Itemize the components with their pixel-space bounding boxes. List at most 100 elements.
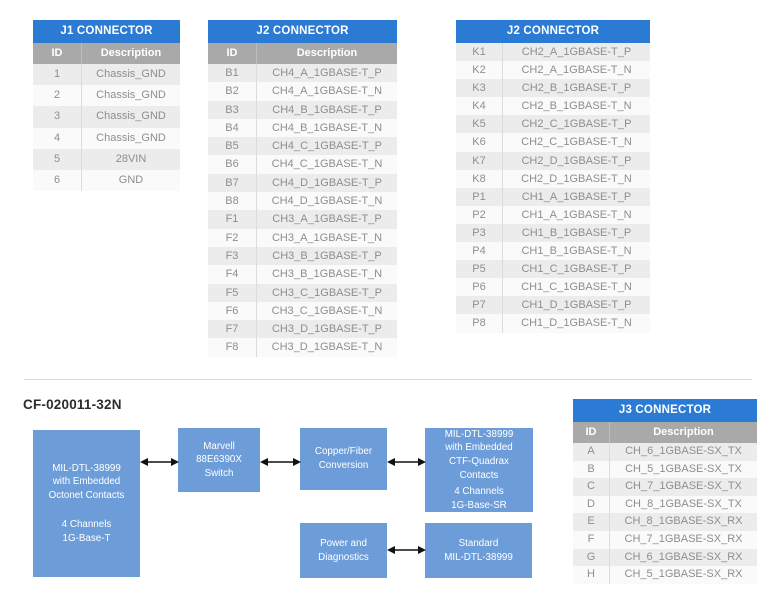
row-description: CH4_C_1GBASE-T_N [271,158,383,171]
row-description: CH3_A_1GBASE-T_N [271,231,383,244]
row-description: Chassis_GND [96,110,166,123]
block-label: MIL-DTL-38999 with Embedded Octonet Cont… [48,462,125,501]
row-description: CH2_D_1GBASE-T_N [521,172,632,185]
bidirectional-arrow-icon [140,458,179,466]
row-id: P4 [456,242,503,261]
row-id: A [573,443,610,461]
table-row: P6 CH1_C_1GBASE-T_N [456,278,650,297]
row-id: P2 [456,205,503,224]
row-description: CH4_D_1GBASE-T_N [271,195,383,208]
row-description: CH4_D_1GBASE-T_P [271,176,383,189]
row-description: CH_7_1GBASE-SX_RX [624,532,743,545]
table-column-headers: ID Description [33,43,180,64]
block-marvell-switch: Marvell 88E6390X Switch [178,428,260,492]
table-row: B6 CH4_C_1GBASE-T_N [208,155,397,174]
table-row: B CH_5_1GBASE-SX_TX [573,460,757,479]
row-description: GND [118,173,144,186]
row-description: CH2_B_1GBASE-T_N [521,100,632,113]
table-row: K4 CH2_B_1GBASE-T_N [456,97,650,116]
table-title: J3 CONNECTOR [573,399,757,422]
row-id: B1 [208,64,257,83]
row-id: K7 [456,151,503,170]
row-description: CH1_C_1GBASE-T_N [521,281,632,294]
row-id: K5 [456,115,503,134]
row-description: Chassis_GND [96,68,166,80]
j3-connector-table: J3 CONNECTOR ID Description A CH_6_1GBASE… [573,399,757,584]
block-octonet-connector: MIL-DTL-38999 with Embedded Octonet Cont… [33,430,140,577]
row-description: CH3_D_1GBASE-T_N [271,341,383,354]
row-id: K2 [456,61,503,80]
table-title: J1 CONNECTOR [33,20,180,43]
row-id: 5 [33,148,82,170]
row-description: CH1_D_1GBASE-T_P [521,299,632,312]
row-description: CH2_A_1GBASE-T_P [521,46,632,58]
block-sublabel: 4 Channels 1G-Base-T [61,519,112,544]
row-description: CH_8_1GBASE-SX_TX [625,497,742,510]
table-row: B7 CH4_D_1GBASE-T_P [208,173,397,193]
row-description: CH_5_1GBASE-SX_TX [625,462,742,475]
row-description: CH4_A_1GBASE-T_N [271,85,383,98]
row-id: 6 [33,169,82,192]
table-row: B8 CH4_D_1GBASE-T_N [208,192,397,211]
bidirectional-arrow-icon [387,458,426,466]
section-divider [24,379,752,380]
row-id: B [573,460,610,479]
column-header-description: Description [296,47,358,59]
row-description: CH4_B_1GBASE-T_N [271,121,383,134]
row-description: CH3_B_1GBASE-T_P [272,249,382,262]
row-id: P6 [456,278,503,297]
part-number-title: CF-020011-32N [23,397,122,412]
row-description: CH3_B_1GBASE-T_N [271,268,383,281]
column-header-id: ID [573,422,610,443]
row-id: B2 [208,82,257,101]
row-id: F7 [208,320,257,339]
row-description: CH3_C_1GBASE-T_N [271,304,383,317]
block-label: Power and Diagnostics [318,537,369,563]
row-id: B8 [208,192,257,211]
row-id: B7 [208,173,257,193]
row-id: F6 [208,301,257,321]
block-quadrax-connector: MIL-DTL-38999 with Embedded CTF-Quadrax … [425,428,533,512]
row-description: CH1_A_1GBASE-T_P [521,190,632,203]
row-description: CH2_B_1GBASE-T_P [521,82,632,95]
row-id: K3 [456,79,503,98]
row-id: 2 [33,85,82,107]
row-description: CH4_C_1GBASE-T_P [271,140,383,153]
row-id: C [573,478,610,496]
row-id: K8 [456,169,503,188]
row-description: Chassis_GND [96,131,166,144]
table-column-headers: ID Description [573,422,757,443]
bidirectional-arrow-icon [387,546,426,554]
row-id: 1 [33,64,82,86]
row-id: F5 [208,283,257,302]
row-description: CH_8_1GBASE-SX_RX [624,515,743,528]
row-description: CH_6_1GBASE-SX_TX [625,445,742,457]
row-id: F1 [208,210,257,229]
row-description: CH3_A_1GBASE-T_P [272,213,382,226]
row-description: CH2_D_1GBASE-T_P [521,154,632,167]
row-id: F4 [208,265,257,284]
row-id: P1 [456,187,503,206]
block-copper-fiber-conversion: Copper/Fiber Conversion [300,428,387,490]
row-id: K4 [456,97,503,116]
row-id: P8 [456,314,503,333]
row-id: B6 [208,155,257,174]
